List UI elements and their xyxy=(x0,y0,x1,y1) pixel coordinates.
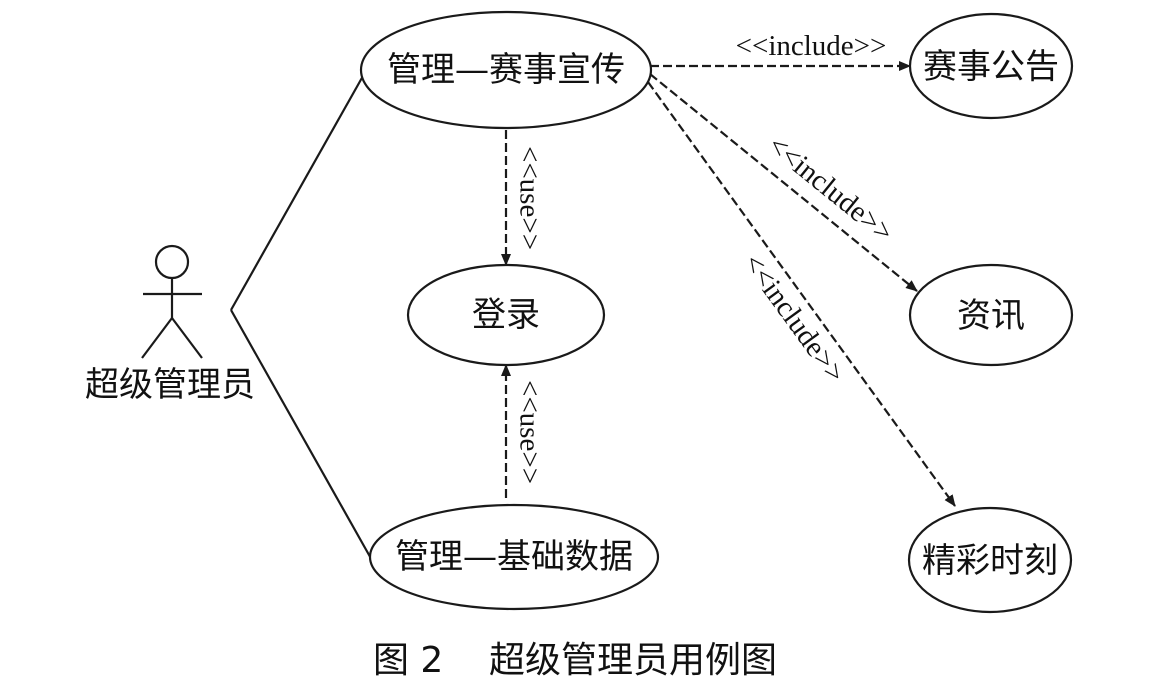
use-label-top: <<use>> xyxy=(513,146,545,250)
use-case-manage-basic-label: 管理—基础数据 xyxy=(395,537,633,577)
use-case-login: 登录 xyxy=(406,263,606,367)
include-label-news: <<include>> xyxy=(762,129,899,249)
association-manage-promo xyxy=(230,75,364,311)
actor-left-leg xyxy=(141,317,173,359)
use-case-manage-promo: 管理—赛事宣传 xyxy=(359,10,653,130)
use-case-announcement: 赛事公告 xyxy=(908,12,1074,120)
actor-label: 超级管理员 xyxy=(85,365,255,405)
figure-caption: 图 2 超级管理员用例图 xyxy=(373,640,777,681)
association-manage-basic xyxy=(230,309,374,563)
actor: 超级管理员 xyxy=(85,244,255,405)
include-label-announcement: <<include>> xyxy=(736,30,887,62)
use-case-login-label: 登录 xyxy=(472,295,540,335)
use-case-manage-promo-label: 管理—赛事宣传 xyxy=(387,50,625,90)
include-arrow-news xyxy=(649,73,918,292)
use-case-announcement-label: 赛事公告 xyxy=(923,47,1059,87)
use-label-bottom: <<use>> xyxy=(513,380,545,484)
use-case-news-label: 资讯 xyxy=(957,296,1025,336)
use-case-manage-basic: 管理—基础数据 xyxy=(368,503,660,611)
use-case-highlights-label: 精彩时刻 xyxy=(922,541,1058,581)
use-case-news: 资讯 xyxy=(908,263,1074,367)
use-case-highlights: 精彩时刻 xyxy=(907,506,1073,614)
actor-right-leg xyxy=(171,317,203,359)
include-label-highlights: <<include>> xyxy=(737,248,852,389)
actor-head xyxy=(154,244,190,280)
include-arrow-highlights xyxy=(647,81,956,507)
